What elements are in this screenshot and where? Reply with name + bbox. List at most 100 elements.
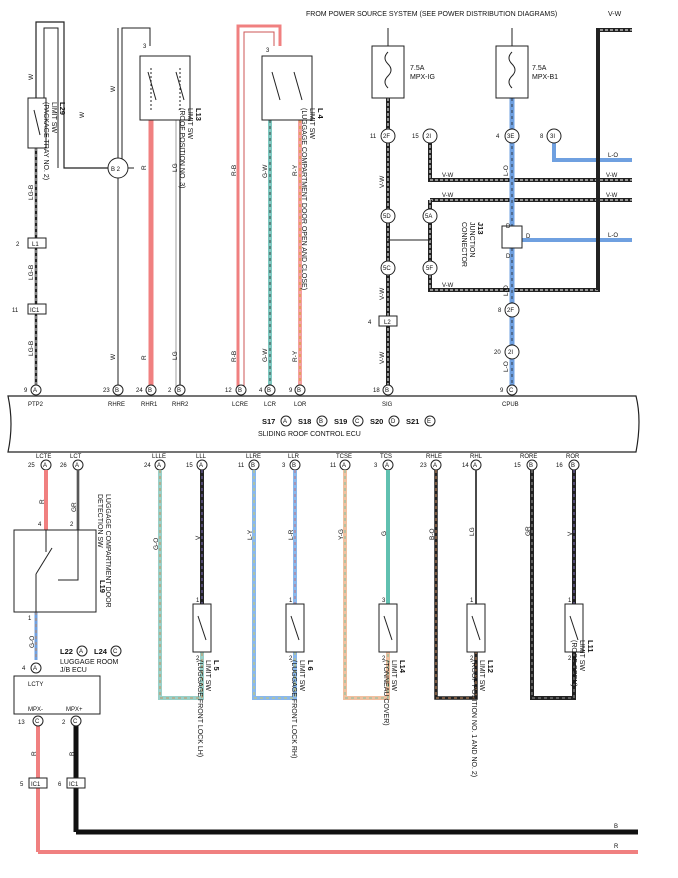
svg-text:W: W xyxy=(79,111,86,118)
svg-text:(TONNEAU COVER): (TONNEAU COVER) xyxy=(382,660,389,726)
svg-text:(ROOF POSITION NO. 3): (ROOF POSITION NO. 3) xyxy=(178,108,185,189)
svg-text:C: C xyxy=(113,649,118,655)
svg-text:LIMIT SW: LIMIT SW xyxy=(308,108,315,139)
svg-text:25: 25 xyxy=(28,463,35,469)
svg-text:LCTY: LCTY xyxy=(28,682,43,688)
svg-text:GR: GR xyxy=(71,502,78,512)
svg-text:A: A xyxy=(385,463,389,469)
svg-text:V: V xyxy=(195,535,202,540)
svg-text:B: B xyxy=(614,824,618,830)
l19-door-switch xyxy=(13,529,97,613)
svg-text:L11: L11 xyxy=(586,640,595,653)
svg-text:15: 15 xyxy=(412,134,419,140)
svg-text:LIMIT SW: LIMIT SW xyxy=(186,108,193,139)
svg-text:5F: 5F xyxy=(426,266,433,272)
svg-text:3: 3 xyxy=(382,598,386,604)
svg-text:3: 3 xyxy=(374,463,378,469)
b2-label: B 2 xyxy=(111,167,121,173)
svg-text:11: 11 xyxy=(238,463,245,469)
svg-text:LIMIT SW: LIMIT SW xyxy=(578,640,585,671)
svg-text:MPX+: MPX+ xyxy=(66,707,83,713)
ecu-connector-list: S17 A S18 B S19 C S20 D S21 E xyxy=(262,415,436,427)
svg-text:A: A xyxy=(33,388,37,394)
svg-text:DETECTION SW: DETECTION SW xyxy=(96,494,103,548)
svg-text:S18: S18 xyxy=(298,417,311,426)
svg-text:L1: L1 xyxy=(32,242,39,248)
svg-text:A: A xyxy=(43,463,47,469)
svg-text:LCT: LCT xyxy=(70,454,82,460)
svg-text:R: R xyxy=(31,751,38,756)
svg-text:C: C xyxy=(73,719,78,725)
l13-label: L13 LIMIT SW (ROOF POSITION NO. 3) xyxy=(178,108,203,189)
svg-text:3: 3 xyxy=(282,463,286,469)
svg-text:9: 9 xyxy=(500,388,504,394)
svg-text:D: D xyxy=(506,224,511,230)
svg-text:L19: L19 xyxy=(98,580,107,593)
l4-label: L 4 LIMIT SW (LUGGAGE COMPARTMENT DOOR O… xyxy=(300,108,325,290)
svg-text:V-W: V-W xyxy=(379,351,386,364)
svg-text:3: 3 xyxy=(143,44,147,50)
svg-text:24: 24 xyxy=(136,388,143,394)
j13-label: J13 JUNCTION CONNECTOR xyxy=(460,222,485,267)
l19-label: LUGGAGE COMPARTMENT DOOR DETECTION SW xyxy=(96,494,111,608)
wires-bottom xyxy=(34,470,638,854)
svg-text:9: 9 xyxy=(289,388,293,394)
svg-text:G-O: G-O xyxy=(153,538,160,550)
svg-text:RHR2: RHR2 xyxy=(172,402,189,408)
svg-text:ROR: ROR xyxy=(566,454,580,460)
jb-ecu-box xyxy=(13,675,101,715)
svg-text:L-O: L-O xyxy=(608,233,618,239)
svg-text:B: B xyxy=(292,463,296,469)
svg-text:LUGGAGE ROOM: LUGGAGE ROOM xyxy=(60,659,119,666)
svg-text:L-Y: L-Y xyxy=(247,529,254,540)
l4-switch-box xyxy=(261,55,313,121)
svg-text:LG: LG xyxy=(172,351,179,360)
svg-text:4: 4 xyxy=(38,522,42,528)
svg-text:A: A xyxy=(473,463,477,469)
svg-text:A: A xyxy=(342,463,346,469)
svg-text:1: 1 xyxy=(568,598,572,604)
svg-text:LLRE: LLRE xyxy=(246,454,261,460)
svg-text:B: B xyxy=(571,463,575,469)
svg-text:4: 4 xyxy=(368,320,372,326)
svg-text:L-R: L-R xyxy=(288,529,295,540)
ecu-title: SLIDING ROOF CONTROL ECU xyxy=(258,431,361,438)
svg-text:V-W: V-W xyxy=(606,173,618,179)
svg-text:A: A xyxy=(433,463,437,469)
svg-text:V-W: V-W xyxy=(442,173,454,179)
svg-text:J/B ECU: J/B ECU xyxy=(60,667,87,674)
svg-text:3I: 3I xyxy=(550,134,555,140)
svg-text:A: A xyxy=(157,463,161,469)
svg-text:LIMIT SW: LIMIT SW xyxy=(478,660,485,691)
svg-text:V-W: V-W xyxy=(379,287,386,300)
svg-text:J13: J13 xyxy=(476,222,485,235)
svg-text:L-O: L-O xyxy=(503,285,510,296)
svg-text:LG-B: LG-B xyxy=(28,341,35,356)
svg-text:V: V xyxy=(567,531,574,536)
j13-junction xyxy=(501,225,523,249)
svg-text:IC1: IC1 xyxy=(69,782,79,788)
svg-text:RHL: RHL xyxy=(470,454,483,460)
svg-text:L-O: L-O xyxy=(503,361,510,372)
fuse-mpx-b1 xyxy=(495,45,529,99)
svg-text:G-O: G-O xyxy=(29,636,36,648)
l29-label: L29 LIMIT SW (PACKAGE TRAY NO. 2) xyxy=(42,102,67,180)
svg-text:8: 8 xyxy=(498,308,502,314)
svg-text:R: R xyxy=(141,355,148,360)
svg-text:RHLE: RHLE xyxy=(426,454,442,460)
l5-label: L 5 LIMIT SW (LUGGAGE FRONT LOCK LH) xyxy=(196,660,221,757)
svg-text:G: G xyxy=(381,531,388,536)
svg-text:2: 2 xyxy=(168,388,172,394)
svg-text:L 5: L 5 xyxy=(212,660,221,671)
svg-text:2: 2 xyxy=(70,522,74,528)
svg-text:TCS: TCS xyxy=(380,454,392,460)
svg-text:R: R xyxy=(141,165,148,170)
svg-text:9: 9 xyxy=(24,388,28,394)
svg-text:1: 1 xyxy=(289,598,293,604)
svg-text:11: 11 xyxy=(12,308,19,314)
svg-text:LG: LG xyxy=(469,527,476,536)
svg-text:B: B xyxy=(385,388,389,394)
svg-text:LLLE: LLLE xyxy=(152,454,166,460)
svg-text:R-B: R-B xyxy=(231,165,238,176)
